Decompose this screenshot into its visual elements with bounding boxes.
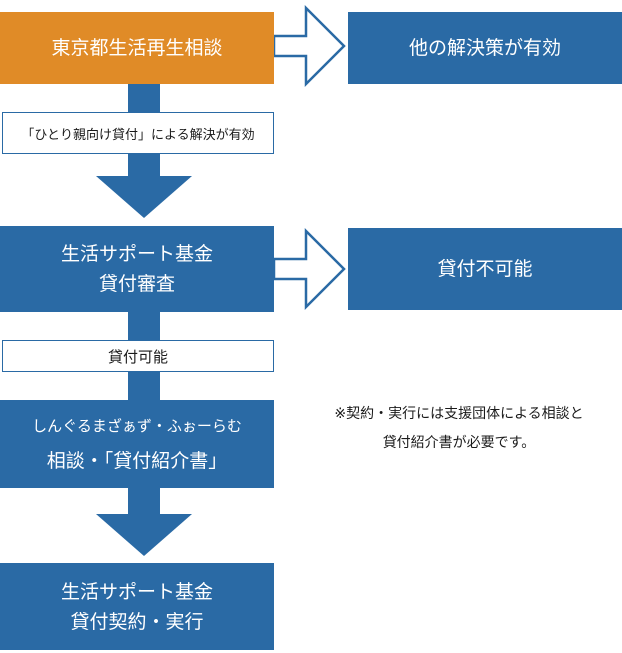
contract-note-line2: 貸付紹介書が必要です。 [382,435,536,451]
step-single-mothers-forum: しんぐるまざぁず・ふぉーらむ 相談・「貸付紹介書」 [0,400,274,488]
contract-note: ※契約・実行には支援団体による相談と 貸付紹介書が必要です。 [296,400,622,458]
right-arrow-1 [272,4,346,88]
single-parent-loan-label-box: 「ひとり親向け貸付」による解決が有効 [2,112,274,154]
connector-stem-3 [128,312,160,340]
step-loan-review-line2: 貸付審査 [98,273,175,295]
connector-stem-4 [128,372,160,400]
connector-stem-5 [128,488,160,514]
step-loan-contract: 生活サポート基金 貸付契約・実行 [0,563,274,650]
loan-possible-label-box: 貸付可能 [2,340,274,372]
loan-not-possible-label: 貸付不可能 [437,258,533,280]
connector-stem-2 [128,154,160,176]
contract-note-line1: ※契約・実行には支援団体による相談と [334,406,584,422]
step-loan-contract-line2: 貸付契約・実行 [70,610,204,633]
step-loan-review: 生活サポート基金 貸付審査 [0,226,274,312]
loan-not-possible-box: 貸付不可能 [348,228,622,310]
down-arrow-1 [96,176,192,218]
step-single-mothers-forum-line1: しんぐるまざぁず・ふぉーらむ [32,417,242,435]
step-tokyo-consultation: 東京都生活再生相談 [0,12,274,84]
step-tokyo-consultation-label: 東京都生活再生相談 [51,37,223,59]
loan-possible-label: 貸付可能 [107,347,168,366]
step-loan-review-line1: 生活サポート基金 [60,243,213,265]
other-solution-box: 他の解決策が有効 [348,12,622,84]
connector-stem-1 [128,84,160,112]
step-single-mothers-forum-line2: 相談・「貸付紹介書」 [46,450,228,472]
down-arrow-2 [96,514,192,556]
other-solution-label: 他の解決策が有効 [408,37,561,59]
step-loan-contract-line1: 生活サポート基金 [60,580,213,603]
single-parent-loan-label: 「ひとり親向け貸付」による解決が有効 [21,127,255,143]
right-arrow-2 [272,227,346,311]
